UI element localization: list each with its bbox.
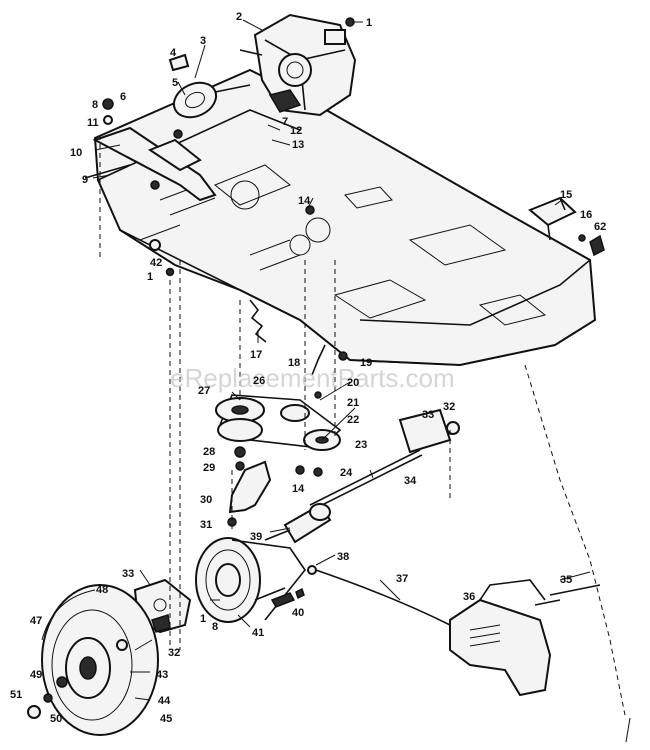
- callout-45: 45: [160, 713, 172, 725]
- callout-6: 6: [120, 91, 126, 103]
- callout-41: 41: [252, 627, 264, 639]
- callout-48: 48: [96, 584, 108, 596]
- callout-42: 42: [150, 257, 162, 269]
- assembly-guide-lines: [99, 135, 626, 716]
- transaxle-assembly: [239, 13, 357, 117]
- callout-37: 37: [396, 573, 408, 585]
- callout-49: 49: [30, 669, 42, 681]
- callout-30: 30: [200, 494, 212, 506]
- chassis-frame: [93, 68, 597, 367]
- edge-mark: [625, 717, 631, 743]
- pulley-hardware: [270, 587, 305, 608]
- callout-51: 51: [10, 689, 22, 701]
- watermark-text: eReplacementParts.com: [170, 363, 455, 393]
- brake-cable: [307, 565, 451, 626]
- callout-36: 36: [463, 591, 475, 603]
- hardware-small: [102, 17, 355, 277]
- steering-arm: [84, 126, 217, 202]
- drive-rod: [309, 449, 423, 511]
- callout-11: 11: [87, 117, 99, 129]
- callout-18: 18: [288, 357, 300, 369]
- callout-26: 26: [253, 375, 265, 387]
- callout-14b: 14: [292, 483, 305, 495]
- callout-20: 20: [347, 377, 359, 389]
- callout-31: 31: [200, 519, 212, 531]
- callout-44: 44: [158, 695, 171, 707]
- callout-21: 21: [347, 397, 359, 409]
- callout-7: 7: [282, 116, 288, 128]
- callout-1c: 1: [200, 613, 206, 625]
- drive-pulley: [195, 537, 306, 623]
- pedal-bracket: [449, 579, 601, 697]
- seat-bracket: [528, 196, 605, 257]
- callout-33: 33: [422, 409, 434, 421]
- callout-34: 34: [404, 475, 417, 487]
- callout-8: 8: [92, 99, 98, 111]
- callout-43: 43: [156, 669, 168, 681]
- callout-32: 32: [443, 401, 455, 413]
- callout-32b: 32: [168, 647, 180, 659]
- callout-15: 15: [560, 189, 572, 201]
- callout-50: 50: [50, 713, 62, 725]
- callout-16: 16: [580, 209, 592, 221]
- front-wheel: [27, 584, 159, 736]
- callout-8b: 8: [212, 621, 218, 633]
- idler-bracket: [227, 460, 272, 527]
- callout-3: 3: [200, 35, 206, 47]
- callout-23: 23: [355, 439, 367, 451]
- callout-12: 12: [290, 125, 302, 137]
- callout-1b: 1: [147, 271, 153, 283]
- callout-29: 29: [203, 462, 215, 474]
- leader-lines: [92, 19, 591, 701]
- callout-38: 38: [337, 551, 349, 563]
- callout-labels: 1 2 3 4 5 6 8 11 10 9 7 12 13 14 15 16 6…: [10, 11, 606, 725]
- callout-9: 9: [82, 174, 88, 186]
- callout-4: 4: [170, 47, 177, 59]
- callout-19: 19: [360, 357, 372, 369]
- callout-27: 27: [198, 385, 210, 397]
- callout-47: 47: [30, 615, 42, 627]
- callout-14: 14: [298, 195, 311, 207]
- brake-cylinder: [264, 503, 332, 544]
- callout-24: 24: [340, 467, 353, 479]
- callout-35: 35: [560, 574, 572, 586]
- callout-13: 13: [292, 139, 304, 151]
- callout-39: 39: [250, 531, 262, 543]
- callout-28: 28: [203, 446, 215, 458]
- callout-62: 62: [594, 221, 606, 233]
- callout-10: 10: [70, 147, 82, 159]
- callout-33b: 33: [122, 568, 134, 580]
- callout-1: 1: [366, 17, 372, 29]
- sector-gear: [172, 81, 251, 119]
- callout-17: 17: [250, 349, 262, 361]
- callout-40: 40: [292, 607, 304, 619]
- callout-5: 5: [172, 77, 178, 89]
- callout-2: 2: [236, 11, 242, 23]
- callout-22: 22: [347, 414, 359, 426]
